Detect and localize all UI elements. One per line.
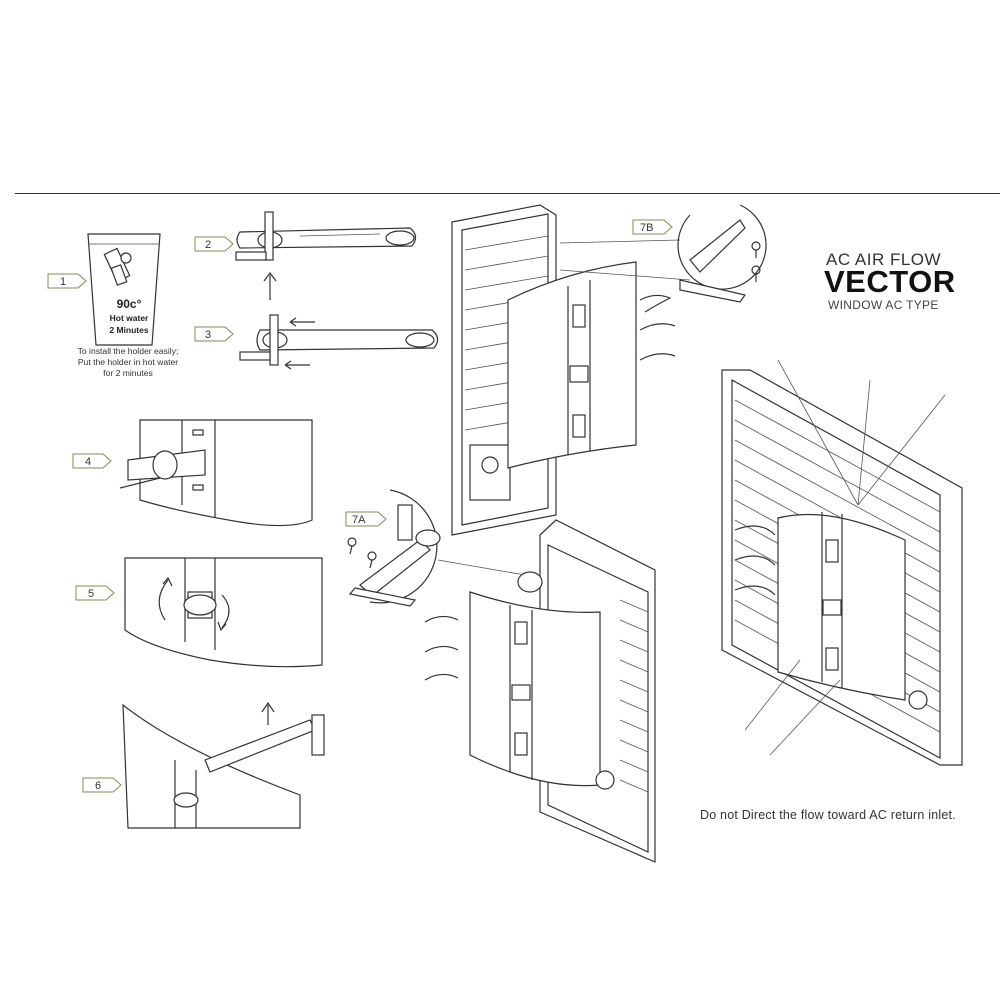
divider-line [15, 193, 1000, 194]
detail-circle-7a [347, 489, 526, 607]
title-line3: WINDOW AC TYPE [828, 298, 939, 312]
step-tag-1: 1 [47, 273, 87, 289]
ac-unit-upper [451, 204, 691, 536]
cup-label-hot-water: Hot water [109, 313, 149, 323]
step-tag-4: 4 [72, 453, 112, 469]
panel-step5 [124, 557, 323, 668]
ac-unit-lower [424, 519, 656, 863]
step-tag-3: 3 [194, 326, 234, 342]
panel-step4 [119, 419, 313, 527]
svg-text:7B: 7B [640, 222, 653, 234]
detail-circle-7b [677, 204, 767, 303]
svg-text:2: 2 [205, 239, 211, 251]
ac-unit-right [721, 359, 963, 766]
step-tag-7b: 7B [632, 219, 673, 235]
svg-text:6: 6 [95, 780, 101, 792]
cup-temperature: 90c° [116, 297, 142, 311]
svg-text:5: 5 [88, 588, 94, 600]
holder-bar-step3 [239, 314, 439, 370]
step-tag-2: 2 [194, 236, 234, 252]
cup-label-duration: 2 Minutes [109, 325, 149, 335]
title-line1: AC AIR FLOW [826, 250, 942, 269]
hot-water-cup [87, 233, 161, 346]
warning-note: Do not Direct the flow toward AC return … [700, 808, 956, 822]
svg-text:7A: 7A [352, 514, 366, 526]
holder-bar-step2 [235, 211, 417, 300]
svg-text:3: 3 [205, 329, 211, 341]
step-tag-5: 5 [75, 585, 115, 601]
title-line2: VECTOR [824, 264, 956, 299]
step-tag-7a: 7A [345, 511, 387, 527]
step-tag-6: 6 [82, 777, 122, 793]
svg-text:4: 4 [85, 456, 91, 468]
svg-text:1: 1 [60, 276, 66, 288]
step1-caption: To install the holder easily; Put the ho… [77, 346, 179, 378]
panel-step6 [122, 701, 325, 829]
